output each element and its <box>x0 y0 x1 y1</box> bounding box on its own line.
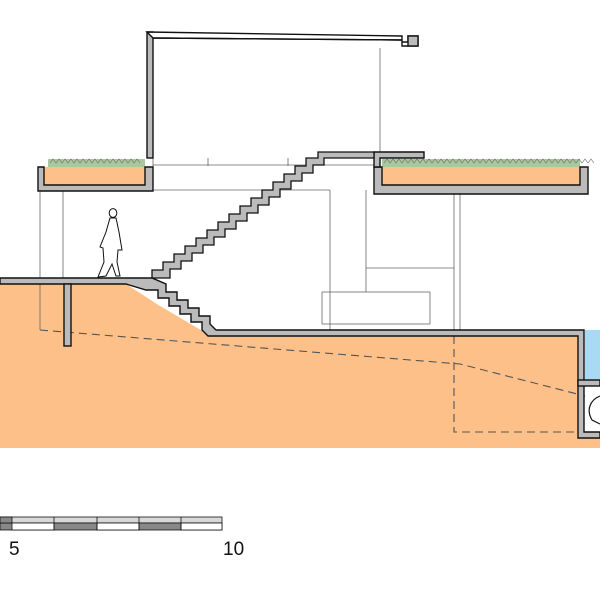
scale-bar <box>0 516 223 531</box>
soil-mass <box>0 284 600 448</box>
roof-slab-left <box>37 166 154 192</box>
upper-volume <box>145 31 419 159</box>
upper-staircase <box>151 151 375 279</box>
pool-drain-detail <box>588 395 600 425</box>
green-roof-planting <box>48 158 595 167</box>
lower-staircase-and-basement-slab <box>0 277 600 439</box>
planter-soil-left <box>44 167 145 185</box>
scale-label-10: 10 <box>223 539 245 560</box>
thin-elevation-lines <box>39 48 461 336</box>
roof-slab-right <box>373 166 589 195</box>
retaining-wall-stub <box>63 283 72 347</box>
stair-top-landing <box>373 151 425 168</box>
scale-label-5: 5 <box>9 539 20 560</box>
dashed-foundation-lines <box>39 329 586 433</box>
pool-edge-wall <box>577 379 600 387</box>
person-figure <box>97 208 123 278</box>
pool-water <box>585 330 600 380</box>
planter-soil-right <box>382 167 580 185</box>
